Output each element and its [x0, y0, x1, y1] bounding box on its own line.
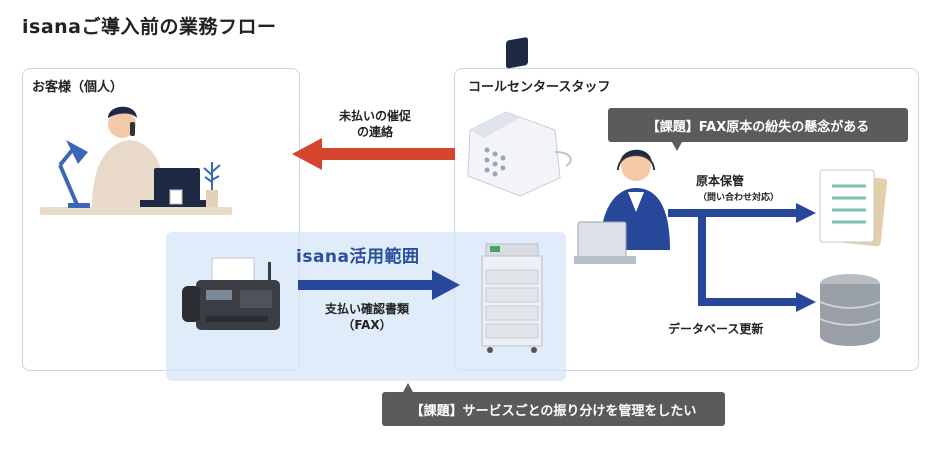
database-update-label: データベース更新 [668, 322, 764, 336]
archive-original-sublabel: （問い合わせ対応） [698, 193, 780, 203]
remind-label: 未払いの催促の連絡 [338, 109, 411, 139]
issue-callout-routing: 【課題】サービスごとの振り分けを管理をしたい [382, 392, 725, 426]
customer-panel-label: お客様（個人） [32, 80, 124, 95]
page-title: isanaご導入前の業務フロー [22, 16, 277, 38]
fax-documents-label: 支払い確認書類（FAX） [324, 302, 409, 332]
issue-callout-fax-loss: 【課題】FAX原本の紛失の懸念がある [608, 108, 908, 142]
archive-original-label: 原本保管 [696, 174, 745, 188]
isana-scope-label: isana活用範囲 [296, 247, 420, 267]
call-center-panel-label: コールセンタースタッフ [468, 80, 611, 95]
